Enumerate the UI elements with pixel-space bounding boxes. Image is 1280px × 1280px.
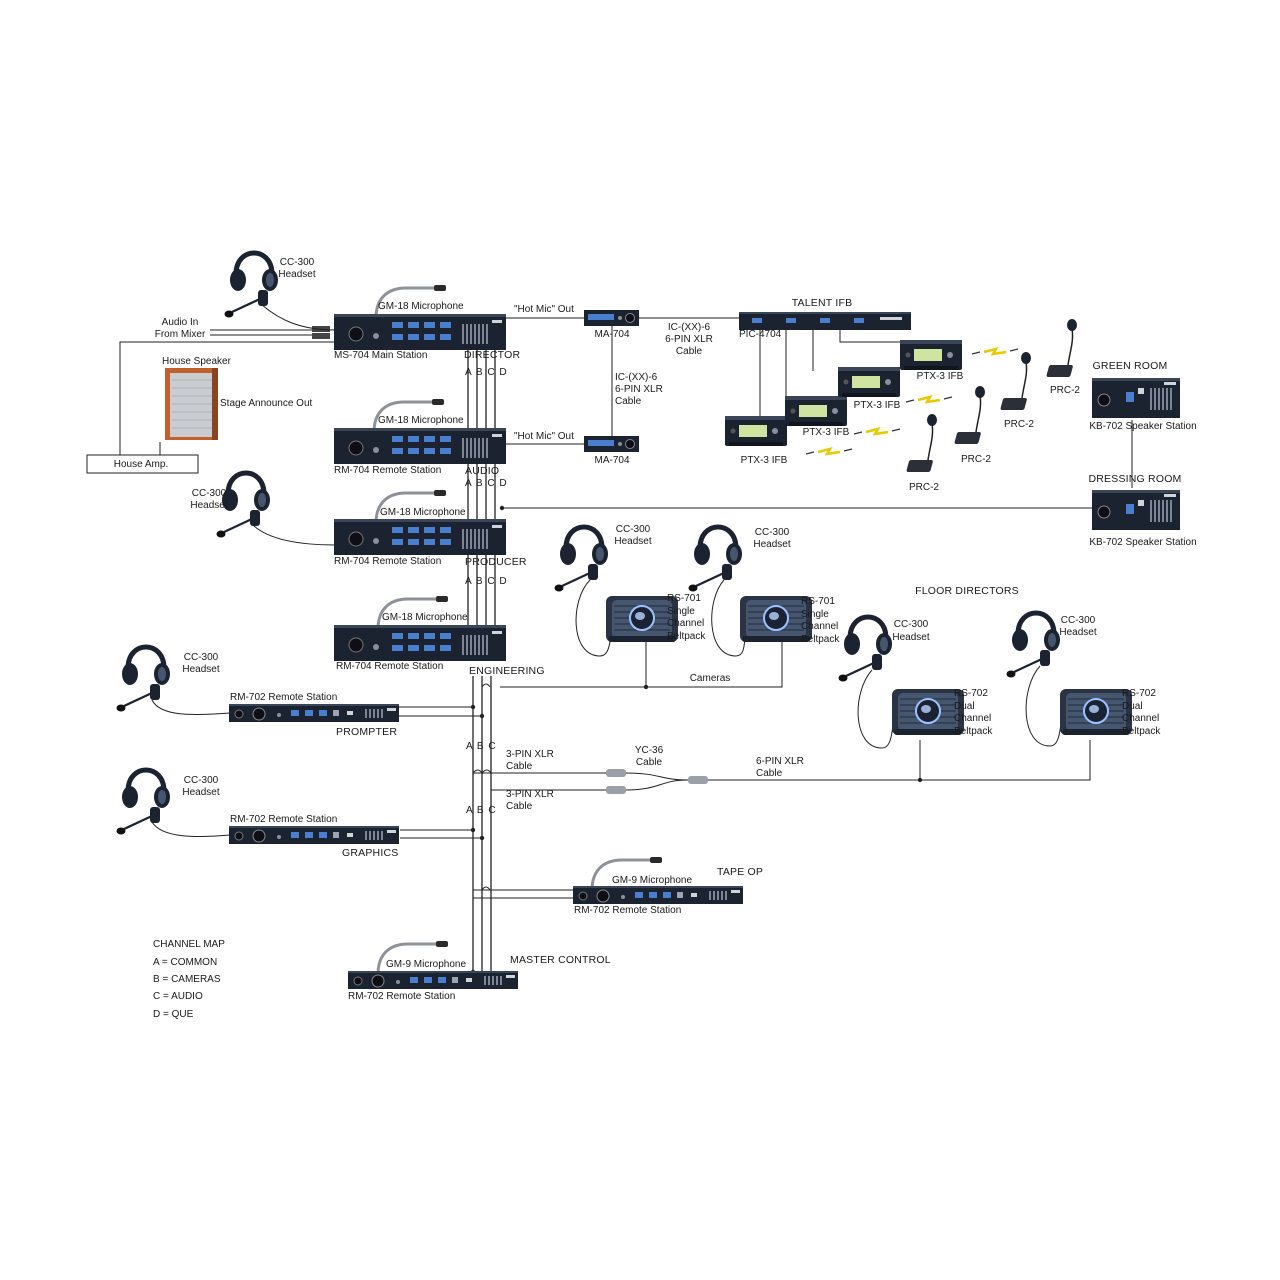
ptx3-ifb-transmitter-3 xyxy=(838,367,900,397)
cc300-headset-camera-1 xyxy=(555,527,609,592)
ms704-main-station xyxy=(333,313,507,351)
rs701-beltpack-1 xyxy=(605,595,679,643)
house-amp-box xyxy=(86,454,199,474)
cc300-headset-graphics xyxy=(117,770,171,835)
house-speaker xyxy=(165,368,218,440)
rm704-remote-station-engineering xyxy=(333,624,507,662)
rm704-remote-station-audio xyxy=(333,427,507,465)
prc2-receiver-4 xyxy=(1045,318,1078,378)
rm702-remote-station-master-control xyxy=(347,970,519,990)
kb702-speaker-station-dressing-room xyxy=(1091,489,1181,531)
wiring xyxy=(119,317,1133,975)
ma704-interface-director xyxy=(583,309,640,327)
prc2-receiver-2 xyxy=(953,385,986,445)
wireless-link-icon xyxy=(804,447,854,456)
cc300-headset-floor-director-2 xyxy=(1007,613,1061,678)
rs702-beltpack-1 xyxy=(891,688,965,736)
prc2-receiver-3 xyxy=(999,351,1032,411)
ptx3-ifb-transmitter-4 xyxy=(900,340,962,370)
wireless-link-icon xyxy=(852,427,902,436)
cc300-headset-producer xyxy=(217,473,271,538)
rm702-remote-station-prompter xyxy=(228,703,400,723)
ptx3-ifb-transmitter-1 xyxy=(725,416,787,446)
rm702-remote-station-tape-op xyxy=(572,885,744,905)
cc300-headset-floor-director-1 xyxy=(839,617,893,682)
ma704-interface-audio xyxy=(583,435,640,453)
rm702-remote-station-graphics xyxy=(228,825,400,845)
pic4704-ifb-controller xyxy=(739,312,911,330)
rm704-remote-station-producer xyxy=(333,518,507,556)
cc300-headset-camera-2 xyxy=(689,527,743,592)
rs702-beltpack-2 xyxy=(1059,688,1133,736)
wireless-link-icon xyxy=(970,347,1020,356)
kb702-speaker-station-green-room xyxy=(1091,377,1181,419)
wireless-link-icon xyxy=(904,395,954,404)
rs701-beltpack-2 xyxy=(739,595,813,643)
cc300-headset-prompter xyxy=(117,647,171,712)
ptx3-ifb-transmitter-2 xyxy=(785,396,847,426)
prc2-receiver-1 xyxy=(905,413,938,473)
cc300-headset-director xyxy=(225,253,279,318)
